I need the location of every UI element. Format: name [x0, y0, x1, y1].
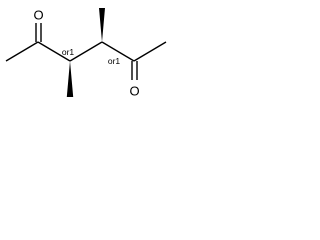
bond-c5-c6	[133, 41, 167, 62]
bond-c2-c3	[37, 41, 71, 62]
bond-c1-c2	[5, 41, 39, 62]
stereo-label-right: or1	[108, 56, 121, 66]
wedge-c3-methyl	[66, 61, 74, 97]
wedge-c4-methyl	[99, 8, 105, 42]
bond-c3-c4	[69, 41, 103, 62]
stereo-label-left: or1	[62, 47, 75, 57]
oxygen-left-label: O	[33, 8, 43, 23]
molecule-structure: O O or1 or1	[5, 8, 167, 99]
oxygen-right-label: O	[129, 84, 139, 99]
bond-c4-c5	[101, 41, 135, 62]
